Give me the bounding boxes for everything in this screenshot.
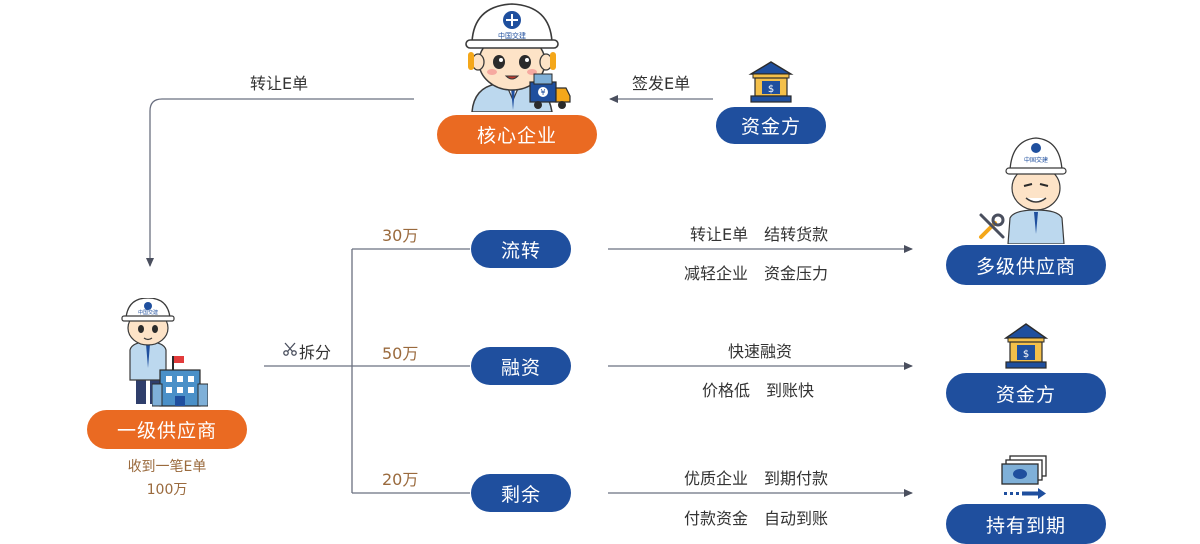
bank-icon: $: [747, 60, 795, 104]
circulate-desc-1: 转让E单 结转货款: [690, 225, 829, 244]
svg-text:$: $: [1023, 349, 1029, 360]
svg-text:$: $: [768, 84, 774, 95]
split-label: 拆分: [299, 343, 332, 362]
svg-text:中国交建: 中国交建: [1024, 156, 1048, 164]
remain-desc-1: 优质企业 到期付款: [684, 469, 829, 488]
tier1-mascot: 中国交建: [108, 297, 198, 408]
issue-label: 签发E单: [632, 74, 691, 93]
transfer-arrow: [146, 98, 414, 267]
core-enterprise-node: 核心企业: [437, 115, 597, 154]
amount-circulate: 30万: [382, 226, 419, 245]
finance-desc-2: 价格低 到账快: [702, 381, 815, 400]
circulate-desc-2: 减轻企业 资金压力: [684, 264, 829, 283]
finance-node: 融资: [471, 347, 571, 385]
funder-node-right: 资金方: [946, 373, 1106, 413]
wrench-icon: [978, 212, 1006, 240]
truck-icon: ¥: [528, 72, 572, 112]
funder-node-top: 资金方: [716, 107, 826, 144]
tier1-note-line2: 100万: [146, 482, 188, 498]
multi-supplier-mascot: 中国交建: [998, 134, 1076, 245]
svg-text:¥: ¥: [540, 88, 545, 97]
building-icon: [151, 352, 209, 408]
amount-remain: 20万: [382, 470, 419, 489]
remain-desc-2: 付款资金 自动到账: [684, 509, 829, 528]
core-mascot: 中国交建: [448, 0, 578, 113]
remain-node: 剩余: [471, 474, 571, 512]
hold-to-maturity-node: 持有到期: [946, 504, 1106, 544]
svg-text:中国交建: 中国交建: [138, 309, 158, 316]
cash-stack-icon: [1000, 454, 1050, 502]
tier1-note-line1: 收到一笔E单: [127, 459, 207, 475]
bank-icon-right: $: [1002, 322, 1050, 370]
circulate-node: 流转: [471, 230, 571, 268]
scissors-icon: [283, 341, 297, 356]
tier1-supplier-node: 一级供应商: [87, 410, 247, 449]
transfer-label: 转让E单: [250, 74, 309, 93]
helmet-logo-text: 中国交建: [498, 31, 526, 40]
amount-finance: 50万: [382, 344, 419, 363]
multi-supplier-node: 多级供应商: [946, 245, 1106, 285]
finance-desc-1: 快速融资: [728, 342, 793, 361]
